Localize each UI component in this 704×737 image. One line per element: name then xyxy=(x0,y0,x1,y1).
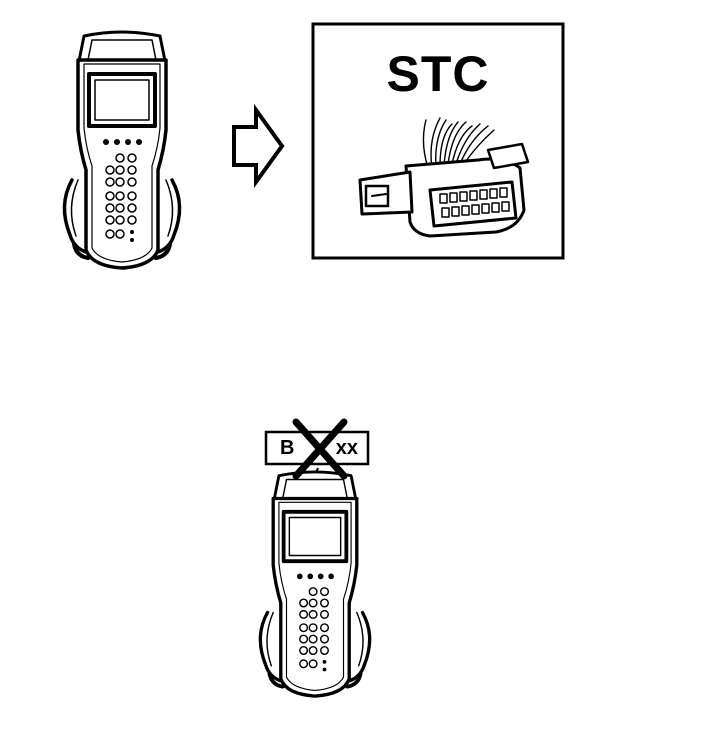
connector-label: STC xyxy=(386,46,490,102)
scan-tool-icon xyxy=(62,30,182,270)
code-suffix: xx xyxy=(335,437,358,459)
code-text: B xx xyxy=(266,432,368,464)
dlc-connector-icon xyxy=(358,117,530,238)
code-prefix: B xyxy=(280,437,295,459)
arrow-right-icon xyxy=(232,103,285,189)
cross-icon xyxy=(292,418,348,480)
scan-tool-icon xyxy=(258,469,372,699)
